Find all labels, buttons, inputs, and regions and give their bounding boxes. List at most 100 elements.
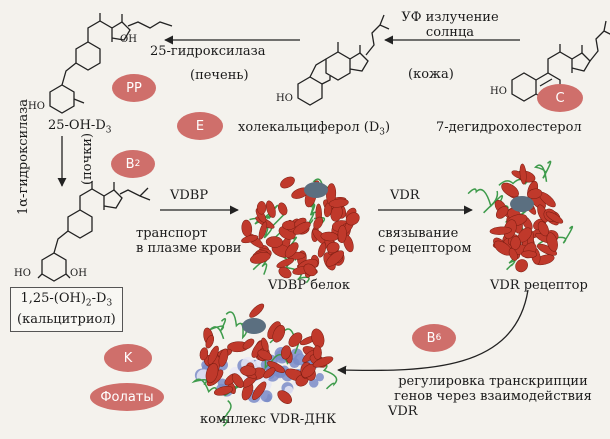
protein-helix xyxy=(519,163,527,185)
binding-line-1: связывание xyxy=(378,226,459,241)
transport-line-2: в плазме крови xyxy=(136,241,242,256)
protein-helix xyxy=(515,259,528,273)
vdr-receptor-label: VDR рецептор xyxy=(490,278,588,293)
binding-line-2: с рецептором xyxy=(378,241,472,256)
protein-helix xyxy=(293,221,311,235)
protein-helix xyxy=(263,367,276,379)
vdbp-protein-label: VDBP белок xyxy=(268,278,350,293)
calcitriol-line-2: (кальцитриол) xyxy=(17,311,116,327)
protein-helix xyxy=(521,250,537,259)
oh-label-d3: HO xyxy=(276,93,293,104)
protein-strand xyxy=(305,203,316,229)
protein-strand xyxy=(191,378,218,393)
protein-helix xyxy=(325,250,344,267)
badge-b6-sub: 6 xyxy=(435,333,442,343)
protein-helix xyxy=(249,303,265,318)
calcitriol-formula: 1,25-(OH) xyxy=(20,291,86,306)
protein-vdbp xyxy=(241,176,360,284)
protein-helix xyxy=(280,176,295,189)
hydroxylase25-label: 25-гидроксилаза xyxy=(150,44,266,59)
protein-helix xyxy=(313,345,322,360)
protein-helix xyxy=(276,258,295,268)
protein-helix xyxy=(256,201,267,215)
protein-helix xyxy=(303,263,317,277)
protein-helix xyxy=(313,216,324,230)
protein-helix xyxy=(280,345,292,360)
protein-helix xyxy=(501,182,519,198)
regulation-line-3: VDR xyxy=(388,404,418,419)
oh-label-calcitriol-l: HO xyxy=(14,268,31,279)
badge-b6-letter: B xyxy=(426,330,436,346)
protein-helix xyxy=(240,365,257,377)
protein-helix xyxy=(265,236,283,248)
arrows xyxy=(57,35,529,375)
protein-helix xyxy=(328,198,349,208)
protein-helix xyxy=(489,226,512,235)
protein-helix xyxy=(288,332,303,347)
dna-atom xyxy=(294,353,307,366)
cholecalciferol-sub: 3 xyxy=(379,127,385,138)
protein-helix xyxy=(218,348,229,367)
molecule-7-dehydrocholesterol xyxy=(511,20,610,102)
protein-helix xyxy=(312,356,334,368)
cholecalciferol-text: холекальциферол (D xyxy=(238,120,380,135)
protein-helix xyxy=(345,212,360,226)
liver-label: (печень) xyxy=(190,68,249,83)
calcitriol-line-1: 1,25-(OH)2-D3 xyxy=(17,291,116,312)
cholecalciferol-label: холекальциферол (D3) xyxy=(238,120,390,141)
binding-label: связывание с рецептором xyxy=(378,226,471,256)
ligand xyxy=(510,196,534,212)
protein-helix xyxy=(213,385,234,396)
badge-b2-letter: B xyxy=(125,156,135,172)
protein-helix xyxy=(495,206,509,219)
calcitriol-sub-2: 3 xyxy=(106,298,113,309)
uv-line-2: солнца xyxy=(425,25,475,40)
hydroxylase1a-label: 1α-гидроксилаза xyxy=(16,99,31,215)
regulation-line-2: генов через взаимодействия xyxy=(394,389,592,404)
transport-label: транспорт в плазме крови xyxy=(136,226,241,256)
protein-helix xyxy=(272,324,286,343)
protein-helix xyxy=(326,241,340,254)
protein-helix xyxy=(545,211,564,224)
ligand xyxy=(304,182,328,198)
protein-helix xyxy=(250,252,271,264)
badge-pp: PP xyxy=(112,74,156,102)
oh-label-25oh: HO xyxy=(28,101,45,112)
badge-folates: Фолаты xyxy=(90,383,164,411)
dna-atom xyxy=(315,373,324,382)
seven-dhc-label: 7-дегидрохолестерол xyxy=(436,120,582,135)
vdr-arrow-label: VDR xyxy=(390,188,420,203)
regulation-line-1: регулировка транскрипции xyxy=(398,374,588,389)
vdbp-arrow-label: VDBP xyxy=(170,188,209,203)
protein-helix xyxy=(265,200,276,218)
transport-line-1: транспорт xyxy=(136,226,208,241)
uv-label: УФ излучение солнца xyxy=(380,10,520,40)
protein-helix xyxy=(277,390,292,404)
hydroxy25-sub: 3 xyxy=(105,125,112,136)
hydroxy25-text: 25-OH-D xyxy=(48,118,106,133)
protein-helix xyxy=(508,247,518,261)
protein-helix xyxy=(252,381,267,401)
badge-c: C xyxy=(537,84,583,112)
protein-helix xyxy=(510,236,521,250)
arrow-regulation xyxy=(337,289,529,375)
ligand xyxy=(242,318,266,334)
protein-helix xyxy=(199,347,209,361)
protein-helix xyxy=(527,188,543,200)
oh-label-7dhc: HO xyxy=(490,86,507,97)
protein-helix xyxy=(537,221,550,237)
hydroxy25-label: 25-OH-D3 xyxy=(48,118,111,139)
protein-helix xyxy=(278,266,292,279)
uv-line-1: УФ излучение xyxy=(401,10,499,25)
complex-label: комплекс VDR-ДНК xyxy=(200,412,337,427)
badge-k: K xyxy=(104,344,152,372)
badge-b2-sub: 2 xyxy=(134,159,141,169)
protein-helix xyxy=(277,202,288,216)
protein-helix xyxy=(257,349,273,361)
protein-strand xyxy=(533,160,552,182)
protein-helix xyxy=(317,242,327,258)
protein-helix xyxy=(207,345,219,365)
